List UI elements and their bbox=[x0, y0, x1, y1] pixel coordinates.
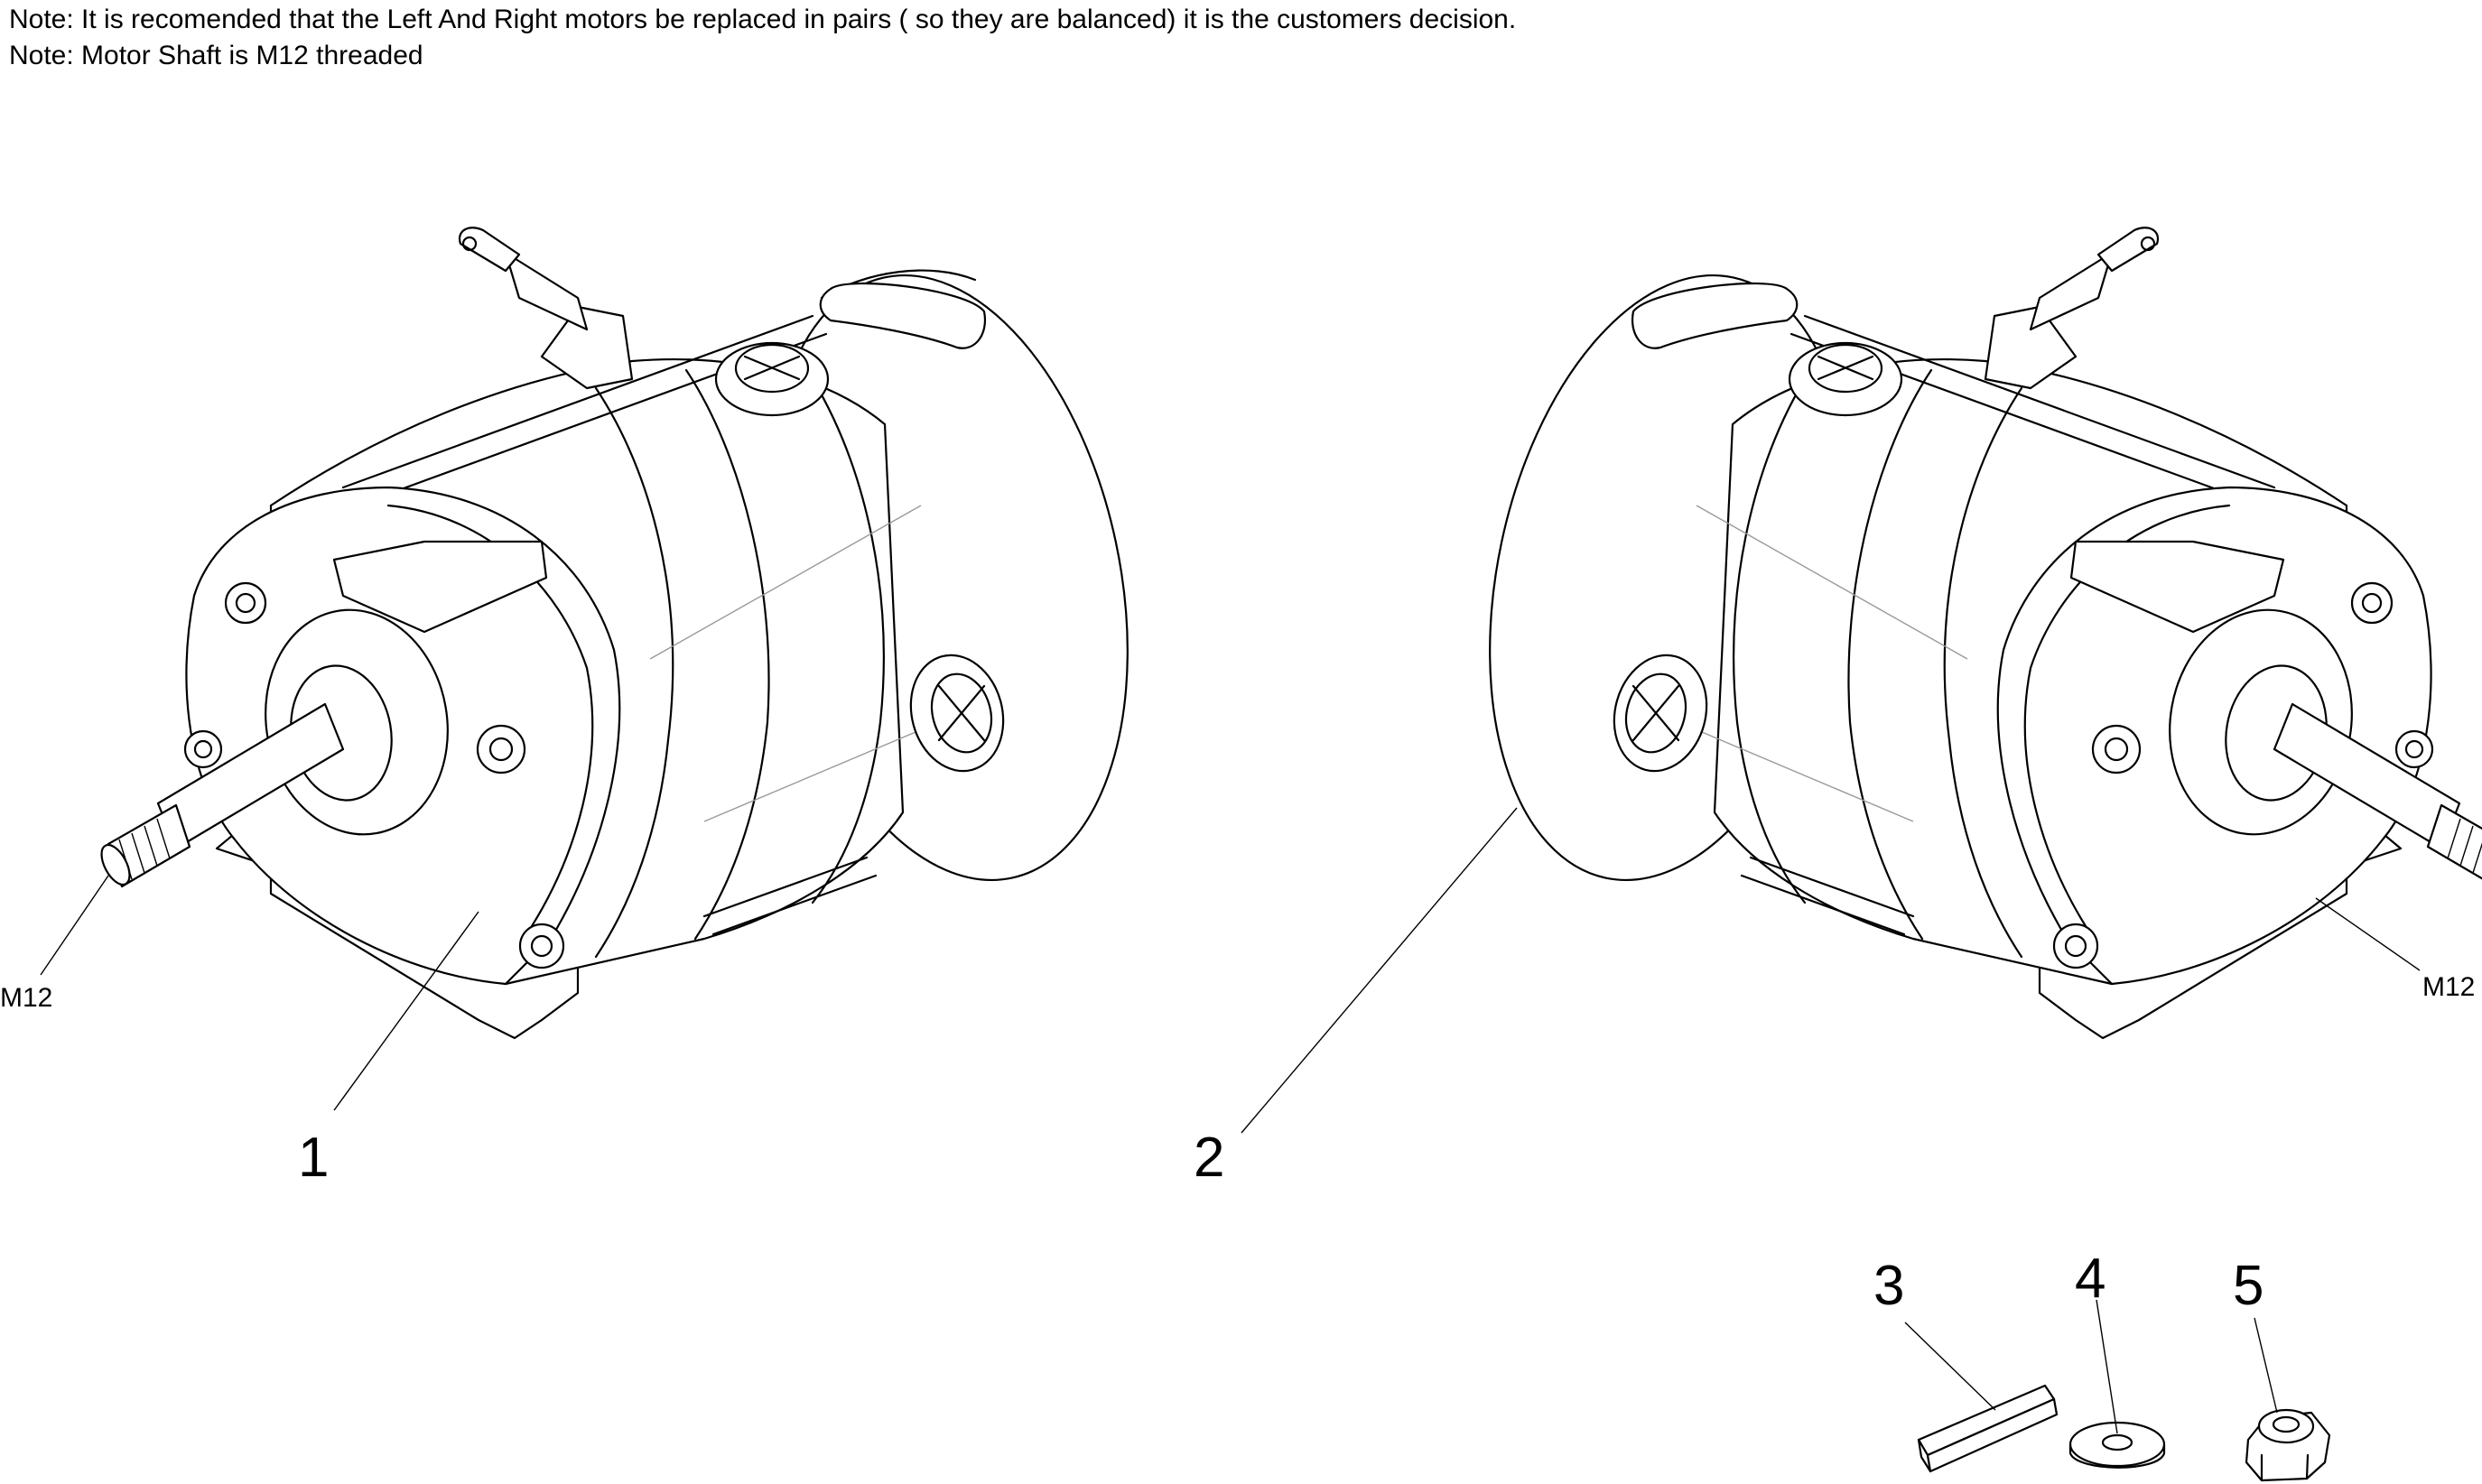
callout-5: 5 bbox=[2233, 1255, 2264, 1317]
note-shaft-thread: Note: Motor Shaft is M12 threaded bbox=[9, 41, 423, 70]
notes-block: Note: It is recomended that the Left And… bbox=[9, 2, 1516, 74]
thread-label-right: M12 bbox=[2422, 972, 2475, 1002]
callout-2: 2 bbox=[1194, 1127, 1224, 1189]
callout-3: 3 bbox=[1873, 1255, 1904, 1317]
callout-1: 1 bbox=[298, 1127, 329, 1189]
note-replace-in-pairs: Note: It is recomended that the Left And… bbox=[9, 5, 1517, 34]
nyloc-nut-drawing bbox=[2245, 1408, 2331, 1482]
leader-lines bbox=[40, 807, 2421, 1434]
flat-washer-drawing bbox=[2068, 1421, 2166, 1469]
motor-right-drawing bbox=[1489, 227, 2482, 1040]
callout-4: 4 bbox=[2075, 1247, 2106, 1310]
motor-left-drawing bbox=[100, 227, 1129, 1040]
thread-label-left: M12 bbox=[0, 983, 52, 1013]
shaft-key-drawing bbox=[1917, 1384, 2059, 1473]
